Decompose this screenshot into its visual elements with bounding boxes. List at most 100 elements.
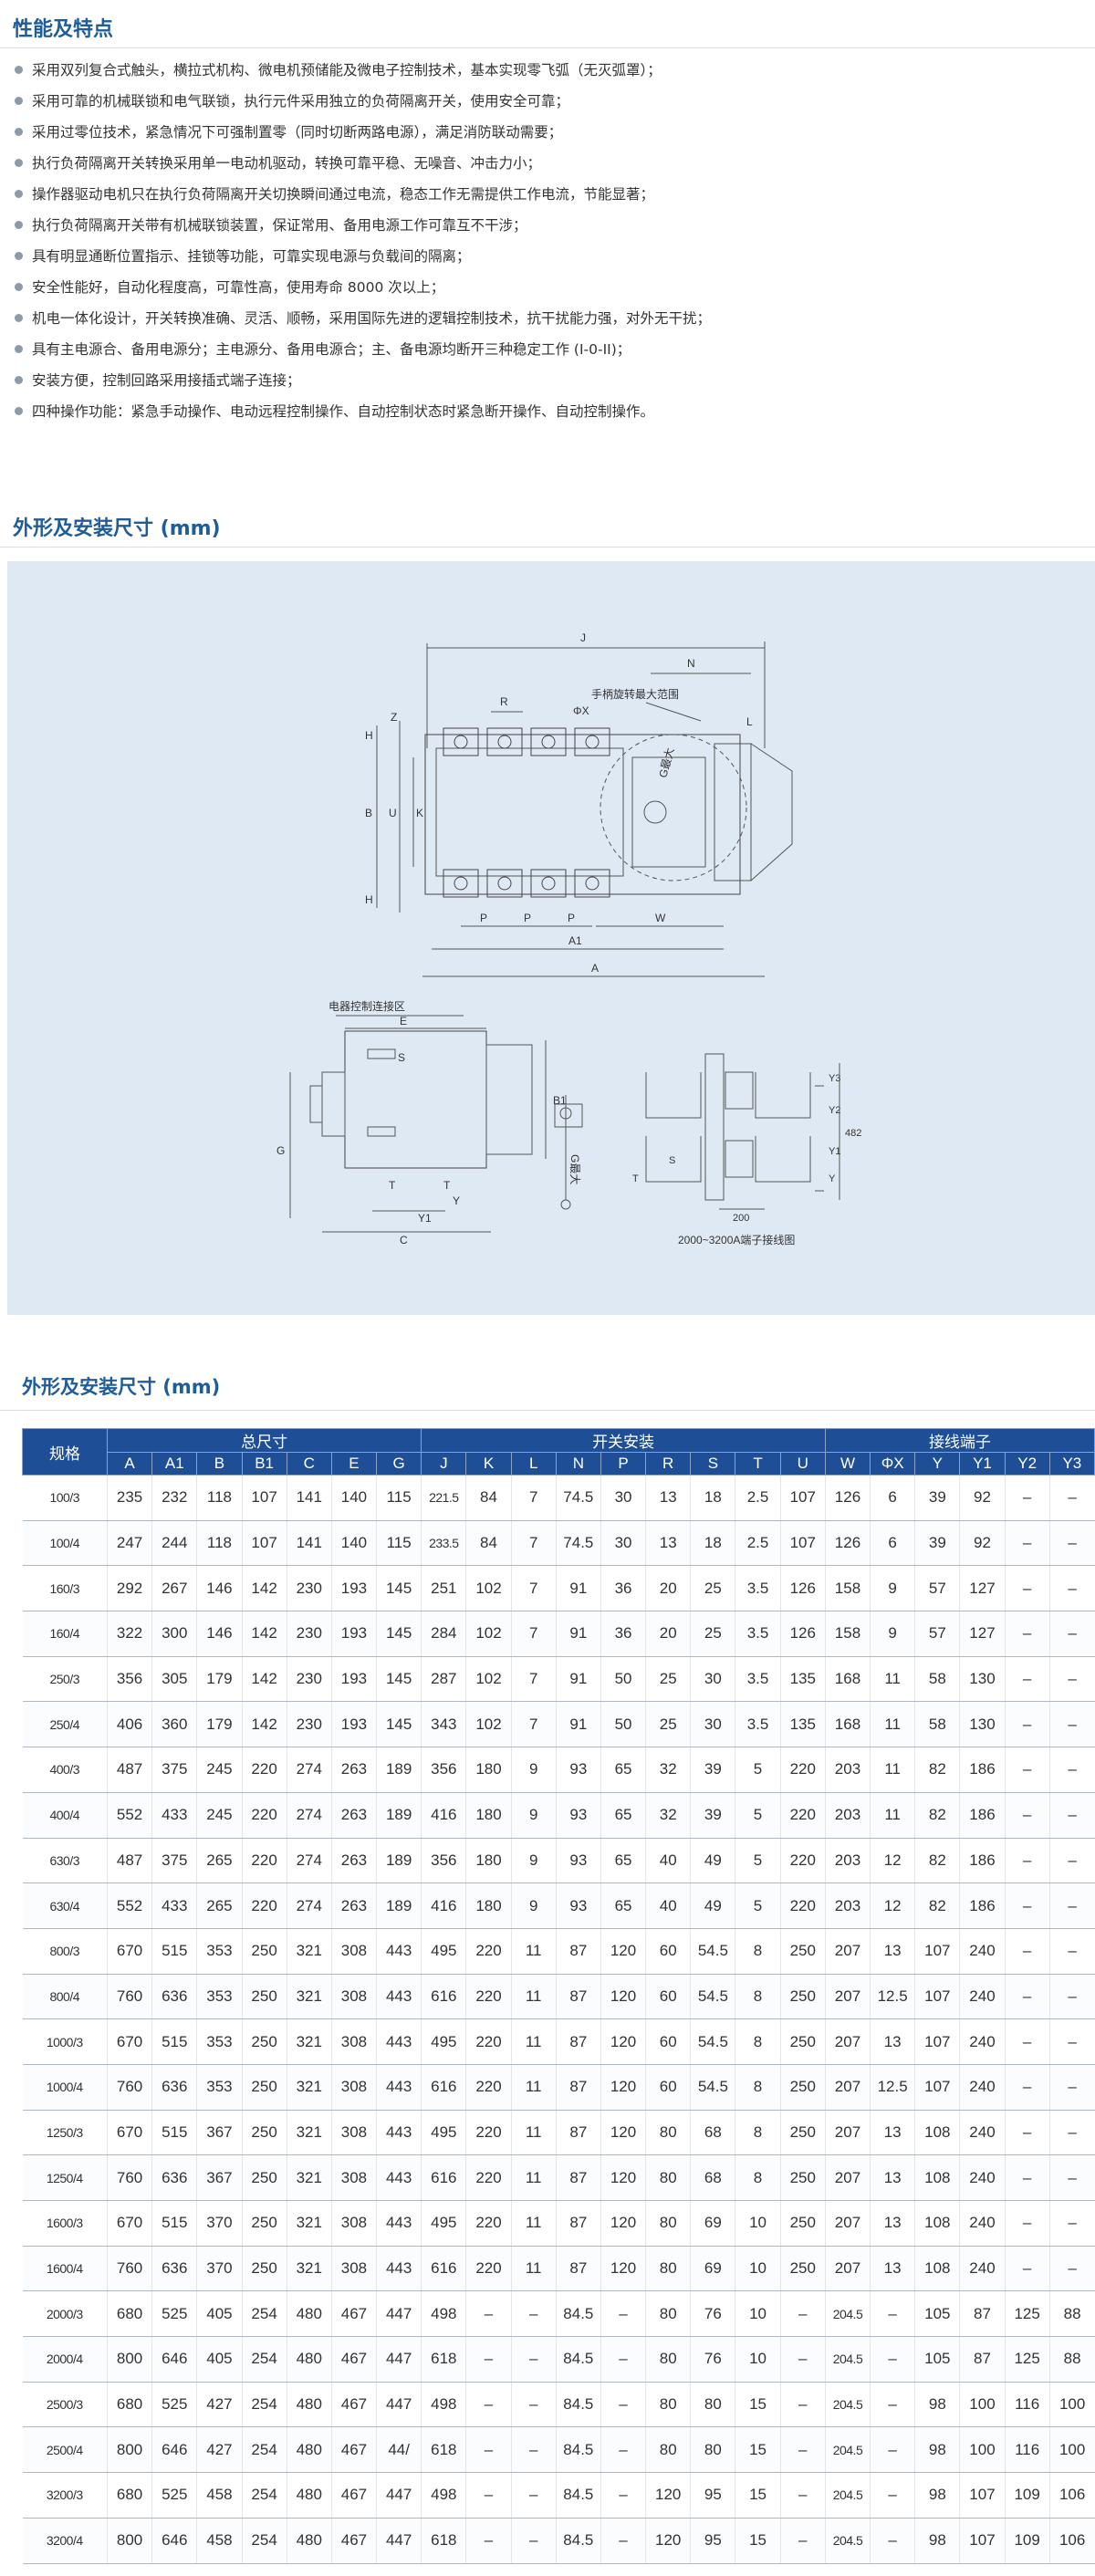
table-cell: 11 <box>870 1747 915 1793</box>
table-cell: 20 <box>645 1611 691 1657</box>
table-cell: 141 <box>286 1520 332 1567</box>
table-cell: 207 <box>824 2200 871 2247</box>
table-cell: 250 <box>241 2200 287 2247</box>
header-spec: 规格 <box>22 1428 108 1476</box>
table-cell: 60 <box>645 1974 691 2020</box>
table-cell: 80 <box>645 2290 691 2338</box>
table-cell: 120 <box>600 2018 646 2065</box>
table-cell: 9 <box>510 1747 557 1793</box>
table-cell: 265 <box>196 1838 243 1884</box>
table-cell: 91 <box>555 1656 601 1703</box>
table-cell: 321 <box>286 2064 332 2111</box>
spec-cell: 2500/4 <box>22 2426 108 2474</box>
table-cell: 13 <box>870 2200 915 2247</box>
table-divider <box>0 1410 1095 1411</box>
table-cell: 495 <box>421 1928 466 1975</box>
table-cell: 74.5 <box>555 1520 601 1567</box>
table-cell: 250 <box>241 2246 287 2292</box>
table-cell: 244 <box>151 1520 197 1567</box>
table-cell: 7 <box>510 1565 557 1612</box>
table-cell: 263 <box>330 1838 377 1884</box>
table-cell: 107 <box>241 1520 287 1567</box>
table-cell: 487 <box>106 1747 152 1793</box>
table-cell: 321 <box>286 1974 332 2020</box>
table-cell: 321 <box>286 2110 332 2156</box>
table-cell: 308 <box>330 2018 377 2065</box>
table-cell: 416 <box>421 1882 466 1929</box>
table-cell: 207 <box>824 2064 871 2111</box>
table-cell: 7 <box>510 1475 557 1521</box>
table-cell: – <box>1048 1928 1095 1975</box>
table-cell: 84.5 <box>555 2290 601 2338</box>
table-cell: 321 <box>286 2200 332 2247</box>
table-cell: 100 <box>959 2382 1006 2428</box>
table-cell: 305 <box>151 1656 197 1703</box>
table-cell: 82 <box>914 1838 960 1884</box>
table-cell: 60 <box>645 2018 691 2065</box>
table-cell: – <box>1048 2200 1095 2247</box>
table-cell: 11 <box>510 1928 557 1975</box>
table-cell: 220 <box>465 2154 512 2201</box>
table-cell: – <box>779 2472 826 2519</box>
table-cell: 39 <box>690 1792 735 1839</box>
table-cell: 427 <box>196 2382 243 2428</box>
table-cell: 480 <box>286 2426 332 2474</box>
spec-cell: 160/4 <box>22 1611 108 1657</box>
table-cell: 12 <box>870 1882 915 1929</box>
table-cell: 308 <box>330 1974 377 2020</box>
table-cell: 7 <box>510 1701 557 1748</box>
table-cell: 69 <box>690 2246 735 2292</box>
table-cell: 13 <box>870 2246 915 2292</box>
table-cell: 11 <box>510 2154 557 2201</box>
table-cell: 646 <box>151 2426 197 2474</box>
dim-label-P2: P <box>524 912 531 924</box>
table-cell: – <box>1004 1882 1050 1929</box>
table-cell: 145 <box>376 1611 422 1657</box>
table-cell: 91 <box>555 1701 601 1748</box>
table-cell: 193 <box>330 1565 377 1612</box>
column-header: P <box>600 1452 647 1476</box>
table-cell: 50 <box>600 1656 646 1703</box>
feature-text: 采用过零位技术，紧急情况下可强制置零（同时切断两路电源），满足消防联动需要； <box>32 124 563 141</box>
dim-label-U: U <box>389 807 397 819</box>
feature-item: 安装方便，控制回路采用接插式端子连接； <box>11 365 1088 396</box>
table-cell: 145 <box>376 1565 422 1612</box>
table-cell: 495 <box>421 2018 466 2065</box>
table-cell: 467 <box>330 2382 377 2428</box>
table-cell: 7 <box>510 1611 557 1657</box>
table-cell: 68 <box>690 2110 735 2156</box>
table-cell: 636 <box>151 1974 197 2020</box>
table-cell: 367 <box>196 2110 243 2156</box>
table-cell: 254 <box>241 2426 287 2474</box>
table-cell: 84.5 <box>555 2336 601 2383</box>
table-cell: 65 <box>600 1882 646 1929</box>
table-cell: 240 <box>959 1928 1006 1975</box>
table-cell: 204.5 <box>824 2382 871 2428</box>
table-cell: 220 <box>241 1747 287 1793</box>
table-cell: 221.5 <box>421 1475 466 1521</box>
feature-item: 采用可靠的机械联锁和电气联锁，执行元件采用独立的负荷隔离开关，使用安全可靠； <box>11 86 1088 117</box>
table-cell: 102 <box>465 1656 512 1703</box>
table-cell: – <box>1004 2110 1050 2156</box>
dim-label-A: A <box>591 962 599 975</box>
spec-cell: 800/4 <box>22 1974 108 2020</box>
feature-item: 执行负荷隔离开关带有机械联锁装置，保证常用、备用电源工作可靠互不干涉； <box>11 210 1088 241</box>
table-cell: 5 <box>735 1882 781 1929</box>
table-cell: – <box>1048 1792 1095 1839</box>
feature-item: 四种操作功能：紧急手动操作、电动远程控制操作、自动控制状态时紧急断开操作、自动控… <box>11 396 1088 427</box>
table-cell: 308 <box>330 2246 377 2292</box>
table-cell: 100 <box>959 2426 1006 2474</box>
header-terminal: 接线端子 <box>824 1428 1095 1453</box>
table-cell: 25 <box>690 1611 735 1657</box>
table-cell: 618 <box>421 2426 466 2474</box>
table-cell: 646 <box>151 2518 197 2564</box>
table-cell: 179 <box>196 1701 243 1748</box>
table-cell: 118 <box>196 1520 243 1567</box>
table-cell: 3.5 <box>735 1611 781 1657</box>
table-cell: 254 <box>241 2518 287 2564</box>
table-cell: 180 <box>465 1792 512 1839</box>
table-cell: 220 <box>779 1882 826 1929</box>
dim-label-L: L <box>746 715 753 728</box>
